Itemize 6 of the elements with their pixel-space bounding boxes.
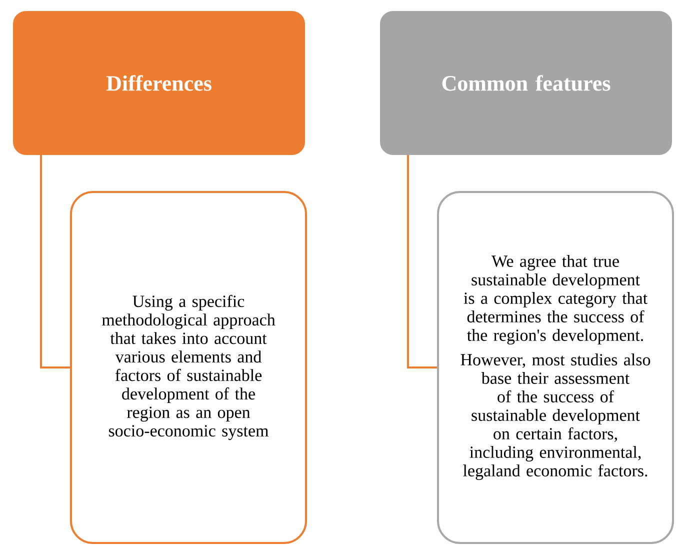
header-box: Common features: [380, 11, 672, 155]
header-box: Differences: [13, 11, 305, 155]
connector-line: [407, 155, 437, 368]
connector-line: [40, 155, 70, 368]
content-box: We agree that true sustainable development is a complex category that determines the success of the region's development. However, most studies also base their assessment of the success of sustainable development on certain factors, including environmental, legaland economic factors.: [437, 191, 674, 544]
content-box: Using a specific methodological approach that takes into account various elements and factors of sustainable development of the region as an open socio-economic system: [70, 191, 307, 544]
